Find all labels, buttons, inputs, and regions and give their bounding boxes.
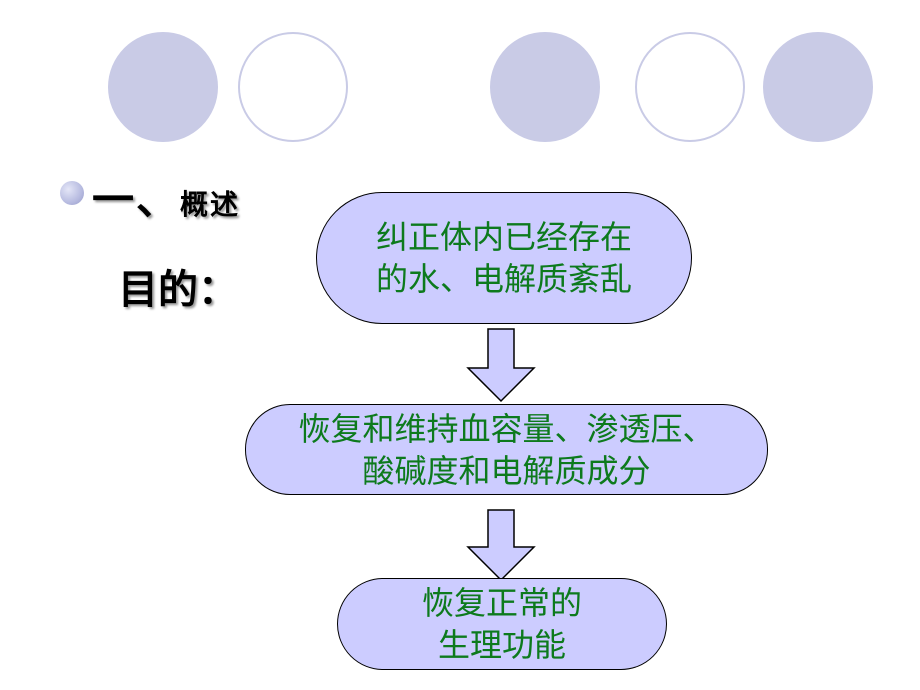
- section-title: 概述: [180, 188, 241, 221]
- decor-circle-4: [635, 32, 745, 142]
- flow-step-3-line-2: 生理功能: [437, 626, 566, 664]
- down-arrow-icon-2: [466, 509, 536, 582]
- decor-circle-5: [763, 32, 873, 142]
- section-heading: 一、概述: [92, 166, 240, 227]
- flow-step-2-line-1: 恢复和维持血容量、渗透压、: [298, 409, 715, 448]
- flow-step-1-line-1: 纠正体内已经存在: [375, 218, 632, 256]
- flow-step-3: 恢复正常的 生理功能: [337, 578, 667, 670]
- flow-step-1: 纠正体内已经存在 的水、电解质紊乱: [316, 192, 692, 324]
- section-number: 一、: [92, 175, 181, 224]
- down-arrow-icon-1: [466, 328, 536, 403]
- purpose-label: 目的：: [118, 267, 238, 313]
- flow-step-2: 恢复和维持血容量、渗透压、 酸碱度和电解质成分: [245, 404, 768, 495]
- flow-step-2-line-2: 酸碱度和电解质成分: [362, 451, 651, 490]
- decor-circle-2: [238, 32, 348, 142]
- bullet-icon: [60, 181, 84, 205]
- flow-step-3-line-1: 恢复正常的: [421, 584, 582, 622]
- decor-circle-3: [490, 32, 600, 142]
- flow-step-1-line-2: 的水、电解质紊乱: [375, 260, 632, 298]
- decor-circle-1: [108, 32, 218, 142]
